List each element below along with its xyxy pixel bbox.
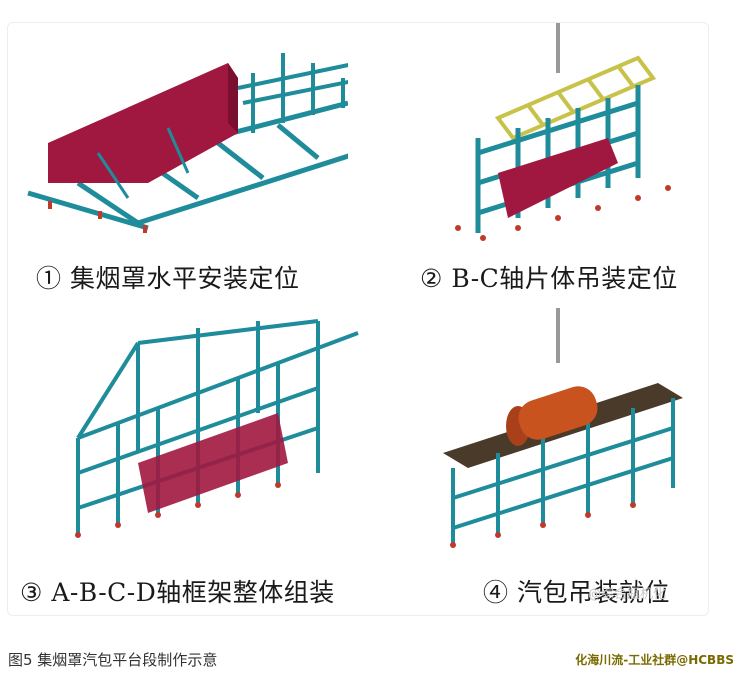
- diagram-2-panel-lifting: [438, 23, 698, 248]
- figure-panel: ① 集烟罩水平安装定位 ② B-C轴片体吊装定位: [7, 22, 709, 616]
- figure-caption: 图5 集烟罩汽包平台段制作示意: [8, 651, 218, 669]
- diagram-4-drum-lifting: [428, 308, 698, 553]
- source-watermark: 化海川流-工业社群@HCBBS: [575, 653, 734, 667]
- diagram-3-frame-assembly: [48, 313, 368, 553]
- diagram-4-illustration: [443, 308, 683, 548]
- panel-4-label: ④ 汽包吊装就位: [483, 578, 670, 607]
- panel-1-label: ① 集烟罩水平安装定位: [36, 264, 300, 293]
- diagram-1-hood-placement: [18, 33, 348, 243]
- diagram-3-illustration: [75, 319, 359, 538]
- panel-2-label: ② B-C轴片体吊装定位: [420, 264, 678, 293]
- diagram-2-illustration: [455, 23, 671, 241]
- panel-3-label: ③ A-B-C-D轴框架整体组装: [20, 578, 335, 607]
- diagram-1-illustration: [27, 53, 348, 233]
- ghost-watermark: @综合瓶机化: [588, 587, 667, 602]
